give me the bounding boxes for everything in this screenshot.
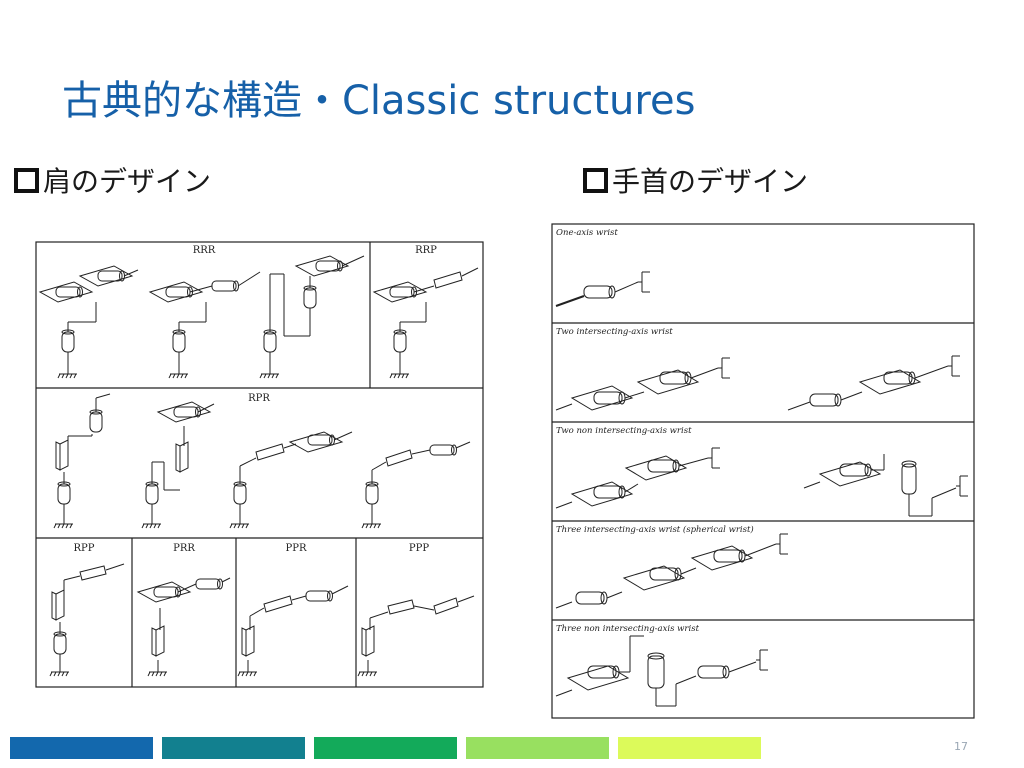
shoulder-design-figure: RRR RRP RPR RPP PRR PPR PPP — [34, 240, 486, 690]
rpr-diagram-3 — [229, 431, 353, 529]
footer-bar — [10, 737, 153, 759]
footer-bar — [618, 737, 761, 759]
shoulder-cell-label-rrp: RRP — [415, 245, 437, 256]
three-intersecting-wrist-diagram — [555, 533, 789, 609]
three-non-intersecting-wrist-diagram — [555, 635, 769, 707]
ppp-diagram — [357, 595, 475, 677]
footer-bar — [162, 737, 305, 759]
two-intersecting-wrist-diagram-1 — [555, 357, 731, 411]
wrist-heading-label: 手首のデザイン — [612, 165, 809, 198]
checkbox-bullet-icon — [583, 167, 608, 193]
prr-diagram — [137, 577, 231, 677]
rpr-diagram-2 — [141, 401, 215, 529]
footer-bar — [314, 737, 457, 759]
footer-color-bars — [10, 737, 770, 759]
ppr-diagram — [237, 585, 349, 677]
rrr-diagram-2 — [149, 271, 261, 379]
page-title: 古典的な構造・Classic structures — [62, 78, 696, 124]
two-intersecting-wrist-diagram-2 — [787, 355, 961, 411]
checkbox-bullet-icon — [14, 167, 39, 193]
rpp-diagram — [49, 563, 125, 677]
two-non-intersecting-wrist-diagram-1 — [555, 447, 721, 509]
footer-bar — [466, 737, 609, 759]
wrist-row-label-two-intersecting: Two intersecting-axis wrist — [556, 327, 673, 337]
shoulder-cell-label-rrr: RRR — [193, 245, 216, 256]
rpr-diagram-4 — [361, 441, 471, 529]
rrr-diagram-1 — [39, 265, 139, 379]
rrr-diagram-3 — [259, 255, 365, 379]
shoulder-figure-svg: RRR RRP RPR RPP PRR PPR PPP — [35, 241, 484, 688]
page-number: 17 — [954, 740, 968, 753]
shoulder-cell-label-ppp: PPP — [409, 543, 429, 554]
shoulder-cell-label-rpr: RPR — [248, 393, 270, 404]
rrp-diagram — [373, 267, 479, 379]
wrist-row-label-two-non-intersecting: Two non intersecting-axis wrist — [556, 426, 692, 436]
shoulder-heading-label: 肩のデザイン — [43, 165, 212, 198]
shoulder-cell-label-rpp: RPP — [74, 543, 95, 554]
wrist-row-label-one-axis: One-axis wrist — [556, 228, 618, 238]
wrist-design-figure: One-axis wrist Two intersecting-axis wri… — [548, 222, 978, 720]
wrist-row-label-three-non-intersecting: Three non intersecting-axis wrist — [556, 624, 700, 634]
wrist-heading: 手首のデザイン — [583, 160, 808, 200]
shoulder-cell-label-ppr: PPR — [286, 543, 307, 554]
wrist-row-label-three-intersecting: Three intersecting-axis wrist (spherical… — [556, 524, 754, 535]
shoulder-heading: 肩のデザイン — [14, 160, 211, 200]
two-non-intersecting-wrist-diagram-2 — [803, 454, 969, 517]
shoulder-cell-label-prr: PRR — [173, 543, 195, 554]
one-axis-wrist-diagram — [555, 271, 651, 307]
wrist-figure-svg: One-axis wrist Two intersecting-axis wri… — [551, 223, 975, 719]
rpr-diagram-1 — [53, 393, 111, 529]
